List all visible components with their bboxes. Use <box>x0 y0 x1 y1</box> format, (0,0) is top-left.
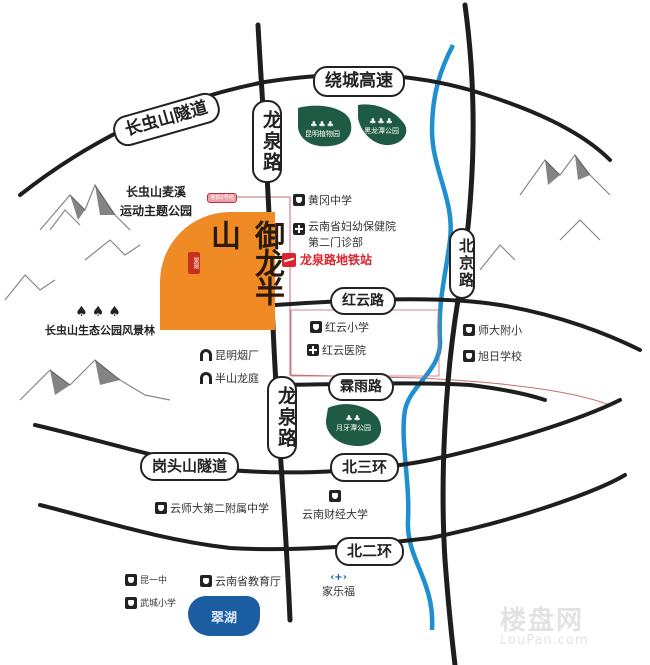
poi-yunnan-finance-univ[interactable]: 云南财经大学 <box>302 490 368 522</box>
road-north-third-ring: 北三环 <box>330 453 400 482</box>
metro-line-tag: 地铁2号线 <box>207 193 237 203</box>
park-yueyatan <box>325 404 382 447</box>
poi-name: 昆明烟厂 <box>215 349 259 362</box>
poi-name: 武城小学 <box>140 599 177 609</box>
tree-icon: ♣♣♣ <box>310 120 335 129</box>
park-heilongtan-label: ♣♣♣ 黑龙潭公园 <box>364 117 399 136</box>
road-beijing: 北京路 <box>449 228 475 299</box>
poi-name-line2: 第二门诊部 <box>308 236 363 249</box>
road-longquan-south: 龙泉路 <box>267 376 297 459</box>
road-north-second-ring: 北二环 <box>335 537 405 566</box>
park-changchong-maixi: 长虫山麦溪 运动主题公园 <box>120 183 192 219</box>
poi-hongyun-primary[interactable]: 红云小学 <box>310 319 369 335</box>
school-icon <box>200 575 212 587</box>
poi-name: 半山龙庭 <box>215 372 259 385</box>
watermark: 楼盘网 LouPan.com <box>500 600 589 648</box>
school-icon <box>155 502 167 514</box>
school-icon <box>329 490 341 502</box>
road-longquan-north: 龙泉路 <box>252 100 282 183</box>
mountain-fills <box>50 155 590 395</box>
tree-icon: ♠♠♠ <box>75 304 125 320</box>
poi-kunyizhong[interactable]: 昆一中 <box>125 573 167 586</box>
park-name: 月牙潭公园 <box>336 424 371 432</box>
logo-badge: 景观 <box>188 252 200 274</box>
school-icon <box>293 194 305 206</box>
park-name: 长虫山生态公园风景林 <box>45 324 155 337</box>
poi-banshan-longting[interactable]: 半山龙庭 <box>200 370 259 386</box>
poi-carrefour[interactable]: ‹+› 家乐福 <box>322 572 355 599</box>
poi-name: 师大附小 <box>478 324 522 337</box>
poi-name: 云南财经大学 <box>302 508 368 521</box>
poi-huanggang-middle-school[interactable]: 黄冈中学 <box>293 192 352 208</box>
poi-shida-fuxiao[interactable]: 师大附小 <box>463 322 522 338</box>
park-heilongtan <box>358 104 407 146</box>
park-changchong-eco-forest: ♠♠♠ 长虫山生态公园风景林 <box>45 304 155 338</box>
lake-cuihu[interactable]: 翠湖 <box>188 596 260 636</box>
school-icon <box>125 573 137 586</box>
poi-name: 红云医院 <box>322 344 366 357</box>
poi-maternal-hospital[interactable]: 云南省妇幼保健院 第二门诊部 <box>293 218 396 250</box>
poi-name: 旭日学校 <box>478 350 522 363</box>
poi-wucheng-primary[interactable]: 武城小学 <box>125 596 176 609</box>
tree-icon: ♣♣♣ <box>369 117 394 126</box>
tree-icon: ♣♣ <box>345 414 362 423</box>
park-name-line2: 运动主题公园 <box>120 204 193 218</box>
poi-education-dept[interactable]: 云南省教育厅 <box>200 573 281 589</box>
hospital-icon <box>307 344 319 356</box>
poi-name: 云师大第二附属中学 <box>170 502 269 515</box>
school-icon <box>463 324 475 336</box>
poi-name: 云南省教育厅 <box>215 575 281 588</box>
hospital-icon <box>293 223 305 235</box>
poi-hongyun-hospital[interactable]: 红云医院 <box>307 342 366 358</box>
park-name: 昆明植物园 <box>305 130 340 138</box>
road-raocheng-expressway: 绕城高速 <box>313 66 405 97</box>
carrefour-icon: ‹+› <box>330 572 347 583</box>
poi-name-block: 云南省妇幼保健院 第二门诊部 <box>308 218 396 250</box>
poi-name: 昆一中 <box>140 576 168 586</box>
watermark-cn: 楼盘网 <box>500 606 585 636</box>
building-icon <box>200 349 212 361</box>
project-name: 御龙半山 <box>205 220 284 304</box>
road-linyu: 霖雨路 <box>328 373 394 401</box>
poi-name-line1: 云南省妇幼保健院 <box>308 220 396 233</box>
river <box>401 43 455 631</box>
park-botanical-garden <box>298 105 352 147</box>
metro-station-longquan[interactable]: 龙泉路地铁站 <box>282 251 372 268</box>
watermark-en: LouPan.com <box>500 633 589 648</box>
park-botanical-garden-label: ♣♣♣ 昆明植物园 <box>305 120 340 139</box>
school-icon <box>310 321 322 333</box>
poi-name: 黄冈中学 <box>308 194 352 207</box>
poi-xuri-school[interactable]: 旭日学校 <box>463 348 522 364</box>
park-yueyatan-label: ♣♣ 月牙潭公园 <box>336 414 371 433</box>
road-hongyun: 红云路 <box>330 287 396 315</box>
school-icon <box>463 350 475 362</box>
road-gangtoushan-tunnel: 岗头山隧道 <box>140 452 240 481</box>
lake-name: 翠湖 <box>210 610 237 626</box>
school-icon <box>125 596 137 609</box>
park-name-line1: 长虫山麦溪 <box>126 185 187 199</box>
metro-icon <box>282 252 296 267</box>
poi-yunshida-second-middle[interactable]: 云师大第二附属中学 <box>155 500 269 516</box>
park-name: 黑龙潭公园 <box>364 127 399 135</box>
poi-name: 家乐福 <box>322 585 355 598</box>
poi-name: 红云小学 <box>325 321 369 334</box>
building-icon <box>200 372 212 384</box>
poi-kunming-tobacco[interactable]: 昆明烟厂 <box>200 347 259 363</box>
metro-station-name: 龙泉路地铁站 <box>300 253 373 267</box>
